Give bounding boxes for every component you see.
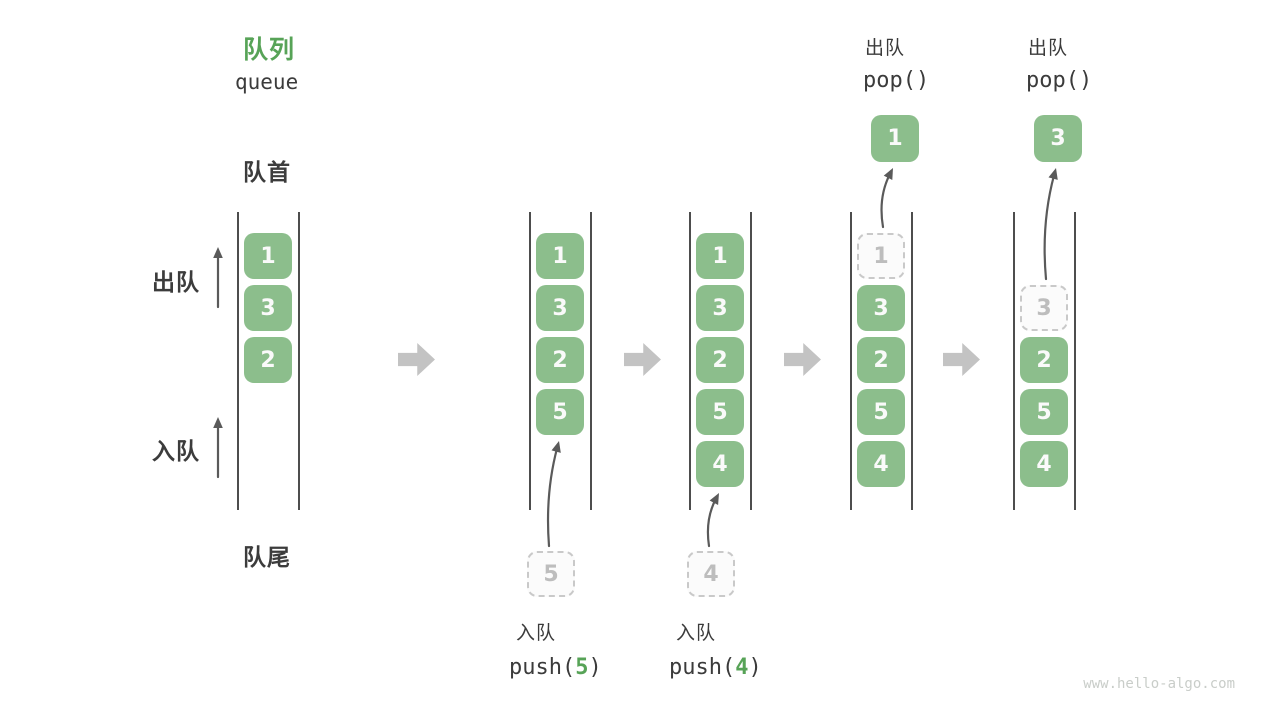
pending-push-item: 4: [687, 551, 735, 597]
queue-item: 1: [536, 233, 584, 279]
queue-rail-left: [850, 212, 852, 510]
label-queue-rear: 队尾: [243, 544, 291, 570]
push-op-code: push(4): [669, 655, 762, 680]
queue-rail-right: [298, 212, 300, 510]
queue-item: 2: [696, 337, 744, 383]
queue-item: 4: [857, 441, 905, 487]
push-op-label: 入队: [676, 623, 717, 644]
queue-item: 3: [696, 285, 744, 331]
figure-title-zh: 队列: [243, 36, 296, 64]
queue-item: 5: [1020, 389, 1068, 435]
queue-rail-left: [1013, 212, 1015, 510]
label-dequeue-direction: 出队: [152, 269, 200, 295]
popped-item: 1: [871, 115, 919, 162]
enqueue-direction-arrow-icon: [213, 417, 223, 479]
dequeue-direction-arrow-icon: [213, 247, 223, 309]
watermark: www.hello-algo.com: [1083, 676, 1235, 692]
queue-item: 4: [696, 441, 744, 487]
transition-arrow-icon: [624, 343, 661, 376]
push-arrow: [706, 493, 719, 548]
label-enqueue-direction: 入队: [152, 438, 200, 464]
queue-item: 5: [696, 389, 744, 435]
queue-item: 3: [536, 285, 584, 331]
push-op-code: push(5): [509, 655, 602, 680]
queue-rail-right: [911, 212, 913, 510]
queue-item: 1: [244, 233, 292, 279]
pop-op-code: pop(): [1026, 68, 1093, 93]
queue-item: 5: [536, 389, 584, 435]
queue-item: 2: [244, 337, 292, 383]
transition-arrow-icon: [398, 343, 435, 376]
queue-item: 2: [1020, 337, 1068, 383]
pop-op-code: pop(): [863, 68, 930, 93]
queue-item: 4: [1020, 441, 1068, 487]
queue-item: 2: [536, 337, 584, 383]
queue-rail-left: [529, 212, 531, 510]
queue-rail-right: [750, 212, 752, 510]
queue-item: 1: [696, 233, 744, 279]
queue-item-removed: 1: [857, 233, 905, 279]
push-code-post: ): [748, 655, 762, 680]
push-arrow: [546, 441, 561, 548]
queue-item-removed: 3: [1020, 285, 1068, 331]
push-code-post: ): [588, 655, 602, 680]
push-code-pre: push(: [669, 655, 736, 680]
queue-item: 5: [857, 389, 905, 435]
transition-arrow-icon: [943, 343, 980, 376]
queue-item: 3: [857, 285, 905, 331]
push-code-arg: 4: [735, 655, 749, 680]
pop-arrow: [880, 168, 893, 229]
pop-op-label: 出队: [1028, 38, 1069, 59]
pop-arrow: [1043, 168, 1058, 281]
queue-item: 2: [857, 337, 905, 383]
figure-title-en: queue: [235, 70, 299, 94]
popped-item: 3: [1034, 115, 1082, 162]
queue-rail-left: [237, 212, 239, 510]
queue-item: 3: [244, 285, 292, 331]
label-queue-front: 队首: [243, 159, 291, 185]
push-code-pre: push(: [509, 655, 576, 680]
queue-rail-right: [1074, 212, 1076, 510]
transition-arrow-icon: [784, 343, 821, 376]
queue-rail-left: [689, 212, 691, 510]
pending-push-item: 5: [527, 551, 575, 597]
queue-rail-right: [590, 212, 592, 510]
push-code-arg: 5: [575, 655, 589, 680]
pop-op-label: 出队: [865, 38, 906, 59]
push-op-label: 入队: [516, 623, 557, 644]
